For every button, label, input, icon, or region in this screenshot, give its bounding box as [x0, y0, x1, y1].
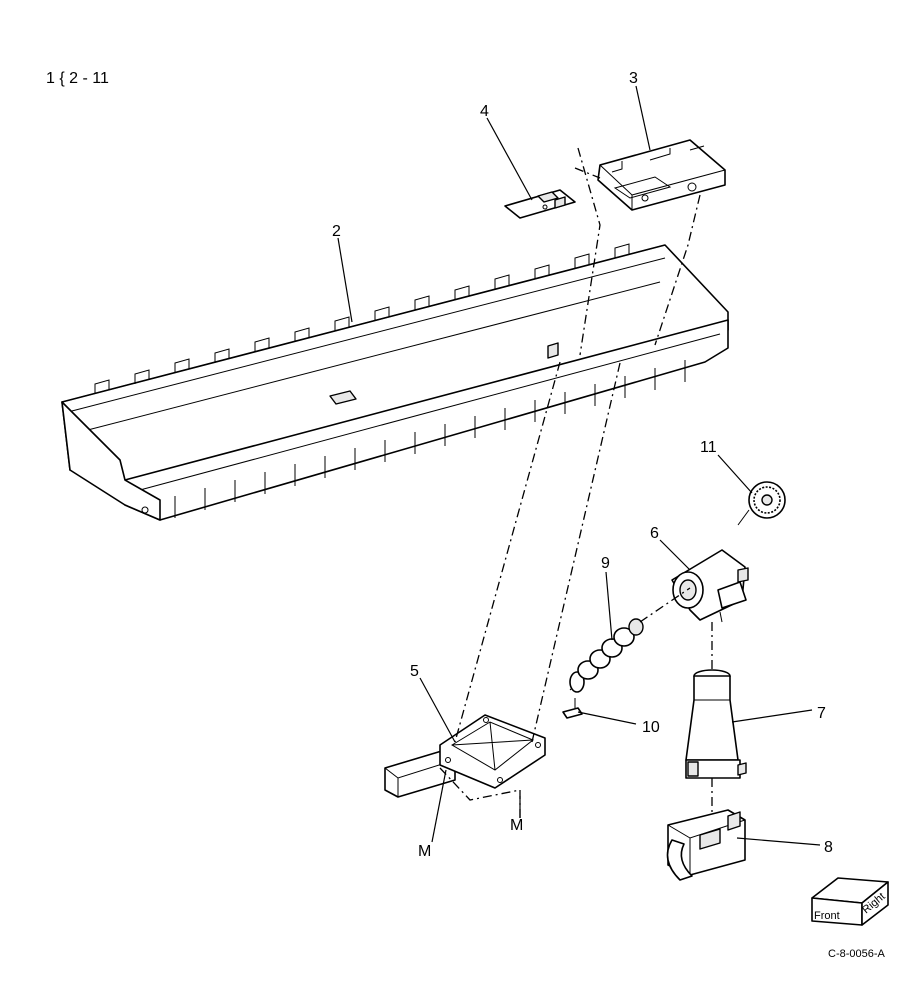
part-8-holder [666, 809, 746, 881]
cube-front-label: Front [814, 910, 840, 922]
part-6-tube [671, 549, 749, 623]
diagram-part-range: 1 { 2 - 11 [46, 70, 109, 87]
leader-lines [337, 85, 821, 846]
part-9-auger-spring [569, 618, 644, 693]
callout-2: 2 [332, 223, 341, 240]
callout-7: 7 [817, 705, 826, 722]
part-3-bracket [597, 139, 726, 211]
marker-m-right: M [510, 817, 523, 834]
callout-10: 10 [642, 719, 660, 736]
part-7-funnel [685, 669, 747, 779]
callout-5: 5 [410, 663, 419, 680]
assembly-lines [439, 147, 713, 820]
part-5-tray [384, 714, 546, 798]
callout-8: 8 [824, 839, 833, 856]
marker-m-left: M [418, 843, 431, 860]
part-10-clip [562, 698, 583, 719]
figure-code: C-8-0056-A [828, 948, 886, 960]
part-2-trough-housing [61, 243, 729, 521]
orientation-cube: Front Right [811, 877, 889, 926]
callout-3: 3 [629, 70, 638, 87]
part-11-gear [737, 481, 786, 526]
part-4-plate [504, 189, 576, 219]
callout-11: 11 [700, 439, 717, 456]
callout-6: 6 [650, 525, 659, 542]
part-callouts: 2 3 4 5 6 7 8 9 10 11 M M [332, 70, 833, 860]
callout-9: 9 [601, 555, 610, 572]
callout-4: 4 [480, 103, 489, 120]
